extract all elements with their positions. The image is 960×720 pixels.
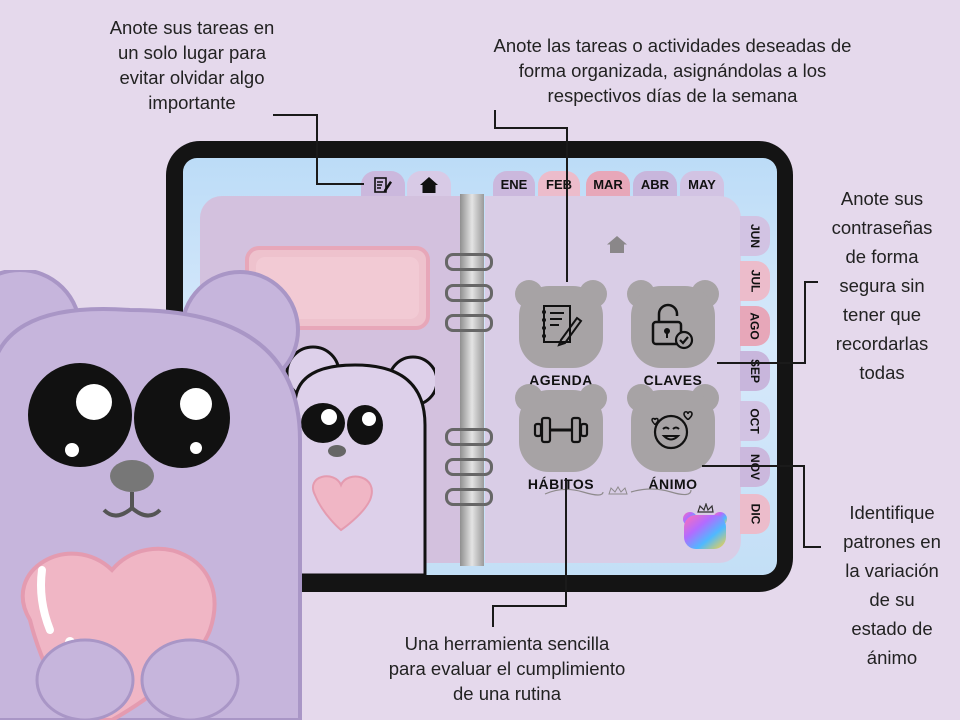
connector-line	[494, 127, 567, 129]
binder-ring	[445, 284, 493, 302]
connector-line	[565, 478, 567, 606]
connector-line	[566, 127, 568, 282]
binder-ring	[445, 488, 493, 506]
binder-ring	[445, 428, 493, 446]
right-page	[485, 196, 741, 563]
connector-line	[702, 465, 804, 467]
unlocked-padlock-icon	[651, 303, 694, 350]
home-icon[interactable]	[606, 235, 628, 255]
tab-month-oct[interactable]: OCT	[740, 401, 770, 441]
tab-home[interactable]	[407, 171, 451, 197]
tab-month-jun[interactable]: JUN	[740, 216, 770, 256]
menu-claves-label: CLAVES	[643, 372, 703, 388]
menu-habitos-label: HÁBITOS	[527, 476, 595, 492]
tab-month-abr[interactable]: ABR	[633, 171, 677, 197]
connector-line	[717, 362, 805, 364]
menu-claves-bg	[627, 280, 719, 368]
binder-ring	[445, 458, 493, 476]
wavy-divider	[544, 486, 692, 496]
connector-line	[492, 605, 494, 627]
menu-agenda-label: AGENDA	[529, 372, 593, 388]
connector-line	[804, 281, 806, 364]
rainbow-bear-crown-icon[interactable]	[680, 503, 730, 551]
callout-mood: Identifique patrones en la variación de …	[843, 502, 941, 668]
tab-month-ene[interactable]: ENE	[493, 171, 535, 197]
tab-month-jul[interactable]: JUL	[740, 261, 770, 301]
binder-ring	[445, 314, 493, 332]
connector-line	[804, 281, 818, 283]
notebook-pencil-icon	[542, 305, 583, 347]
callout-habits: Una herramienta sencilla para evaluar el…	[388, 633, 626, 704]
tab-month-mar[interactable]: MAR	[586, 171, 630, 197]
tab-month-ago[interactable]: AGO	[740, 306, 770, 346]
bear-illustration-small	[285, 345, 435, 575]
connector-line	[494, 110, 496, 128]
connector-line	[316, 114, 318, 184]
notepad-pencil-icon	[374, 177, 392, 193]
smiling-face-hearts-icon	[651, 410, 693, 450]
binder-spine	[460, 194, 484, 566]
dumbbell-icon	[533, 416, 589, 444]
tab-month-feb[interactable]: FEB	[538, 171, 580, 197]
home-icon	[420, 177, 438, 193]
tab-month-nov[interactable]: NOV	[740, 447, 770, 487]
connector-line	[803, 546, 821, 548]
connector-line	[273, 114, 317, 116]
callout-tasks: Anote sus tareas en un solo lugar para e…	[109, 17, 275, 113]
callout-passwords: Anote sus contraseñas de forma segura si…	[831, 188, 933, 383]
menu-animo-bg	[627, 384, 719, 472]
tab-month-may[interactable]: MAY	[680, 171, 724, 197]
tab-month-sep[interactable]: SEP	[740, 351, 770, 391]
connector-line	[492, 605, 567, 607]
tab-month-dic[interactable]: DIC	[740, 494, 770, 534]
binder-ring	[445, 253, 493, 271]
menu-animo-label: ÁNIMO	[648, 476, 698, 492]
connector-line	[316, 183, 364, 185]
tab-notes[interactable]	[361, 171, 405, 197]
bear-illustration-large	[0, 270, 302, 720]
callout-agenda: Anote las tareas o actividades deseadas …	[493, 35, 852, 106]
menu-agenda-bg	[515, 280, 607, 368]
connector-line	[803, 465, 805, 547]
